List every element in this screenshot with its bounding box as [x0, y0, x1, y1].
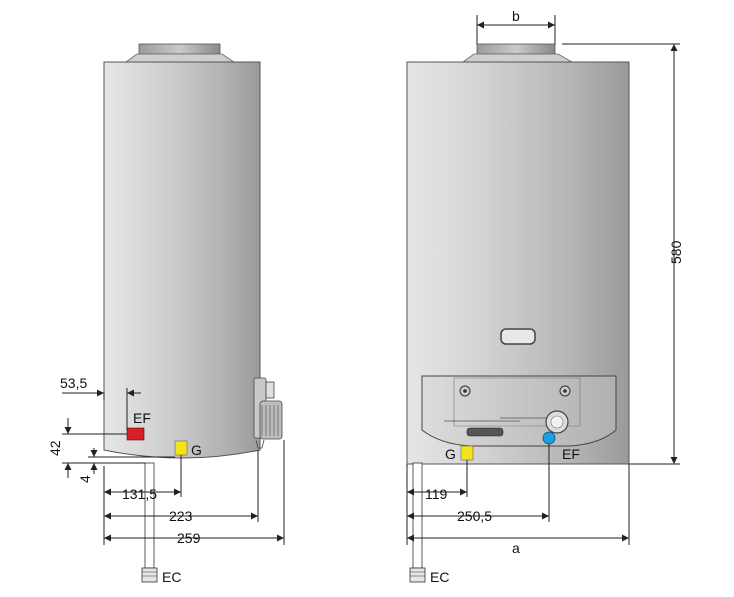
side-flue-collar [124, 43, 236, 63]
side-control-knob [253, 377, 283, 449]
side-g-marker [174, 440, 188, 456]
dimension-42: 42 [47, 418, 145, 478]
dimension-a: a [407, 464, 630, 556]
front-ef-label: EF [562, 446, 580, 462]
side-ec-pipe [141, 462, 158, 583]
svg-text:b: b [512, 8, 520, 24]
side-g-label: G [191, 442, 202, 458]
dimension-250-5: 250,5 [407, 444, 550, 524]
svg-text:53,5: 53,5 [60, 375, 87, 391]
svg-text:259: 259 [177, 530, 201, 546]
dimension-259: 259 [104, 440, 285, 546]
brand-plate [466, 427, 504, 437]
front-ef-marker [542, 431, 556, 445]
side-view: EF G EC 53,5 42 4 [47, 43, 285, 585]
svg-text:42: 42 [47, 440, 63, 456]
side-body [103, 61, 261, 459]
side-ec-label: EC [162, 569, 181, 585]
front-g-marker [460, 445, 474, 461]
svg-text:250,5: 250,5 [457, 508, 492, 524]
front-flue-collar [461, 43, 574, 63]
front-ec-label: EC [430, 569, 449, 585]
svg-text:580: 580 [668, 240, 684, 264]
dimension-580: 580 [562, 43, 684, 465]
front-g-label: G [445, 446, 456, 462]
svg-text:119: 119 [425, 486, 448, 502]
svg-text:223: 223 [169, 508, 193, 524]
side-ef-label: EF [133, 410, 151, 426]
front-ec-pipe [409, 462, 426, 583]
dimension-119: 119 [406, 460, 468, 545]
svg-text:131,5: 131,5 [122, 486, 157, 502]
dimension-223: 223 [104, 450, 259, 524]
side-ef-marker [126, 427, 145, 441]
dimension-b: b [476, 8, 556, 44]
svg-text:4: 4 [77, 475, 93, 483]
dimension-53-5: 53,5 [60, 375, 141, 430]
control-panel [421, 375, 617, 447]
dimension-131-5: 131,5 [103, 455, 182, 545]
dimension-4: 4 [77, 448, 175, 483]
svg-text:a: a [512, 540, 520, 556]
flame-window [500, 328, 536, 345]
front-view: G EF EC b 580 119 250,5 [406, 8, 684, 585]
